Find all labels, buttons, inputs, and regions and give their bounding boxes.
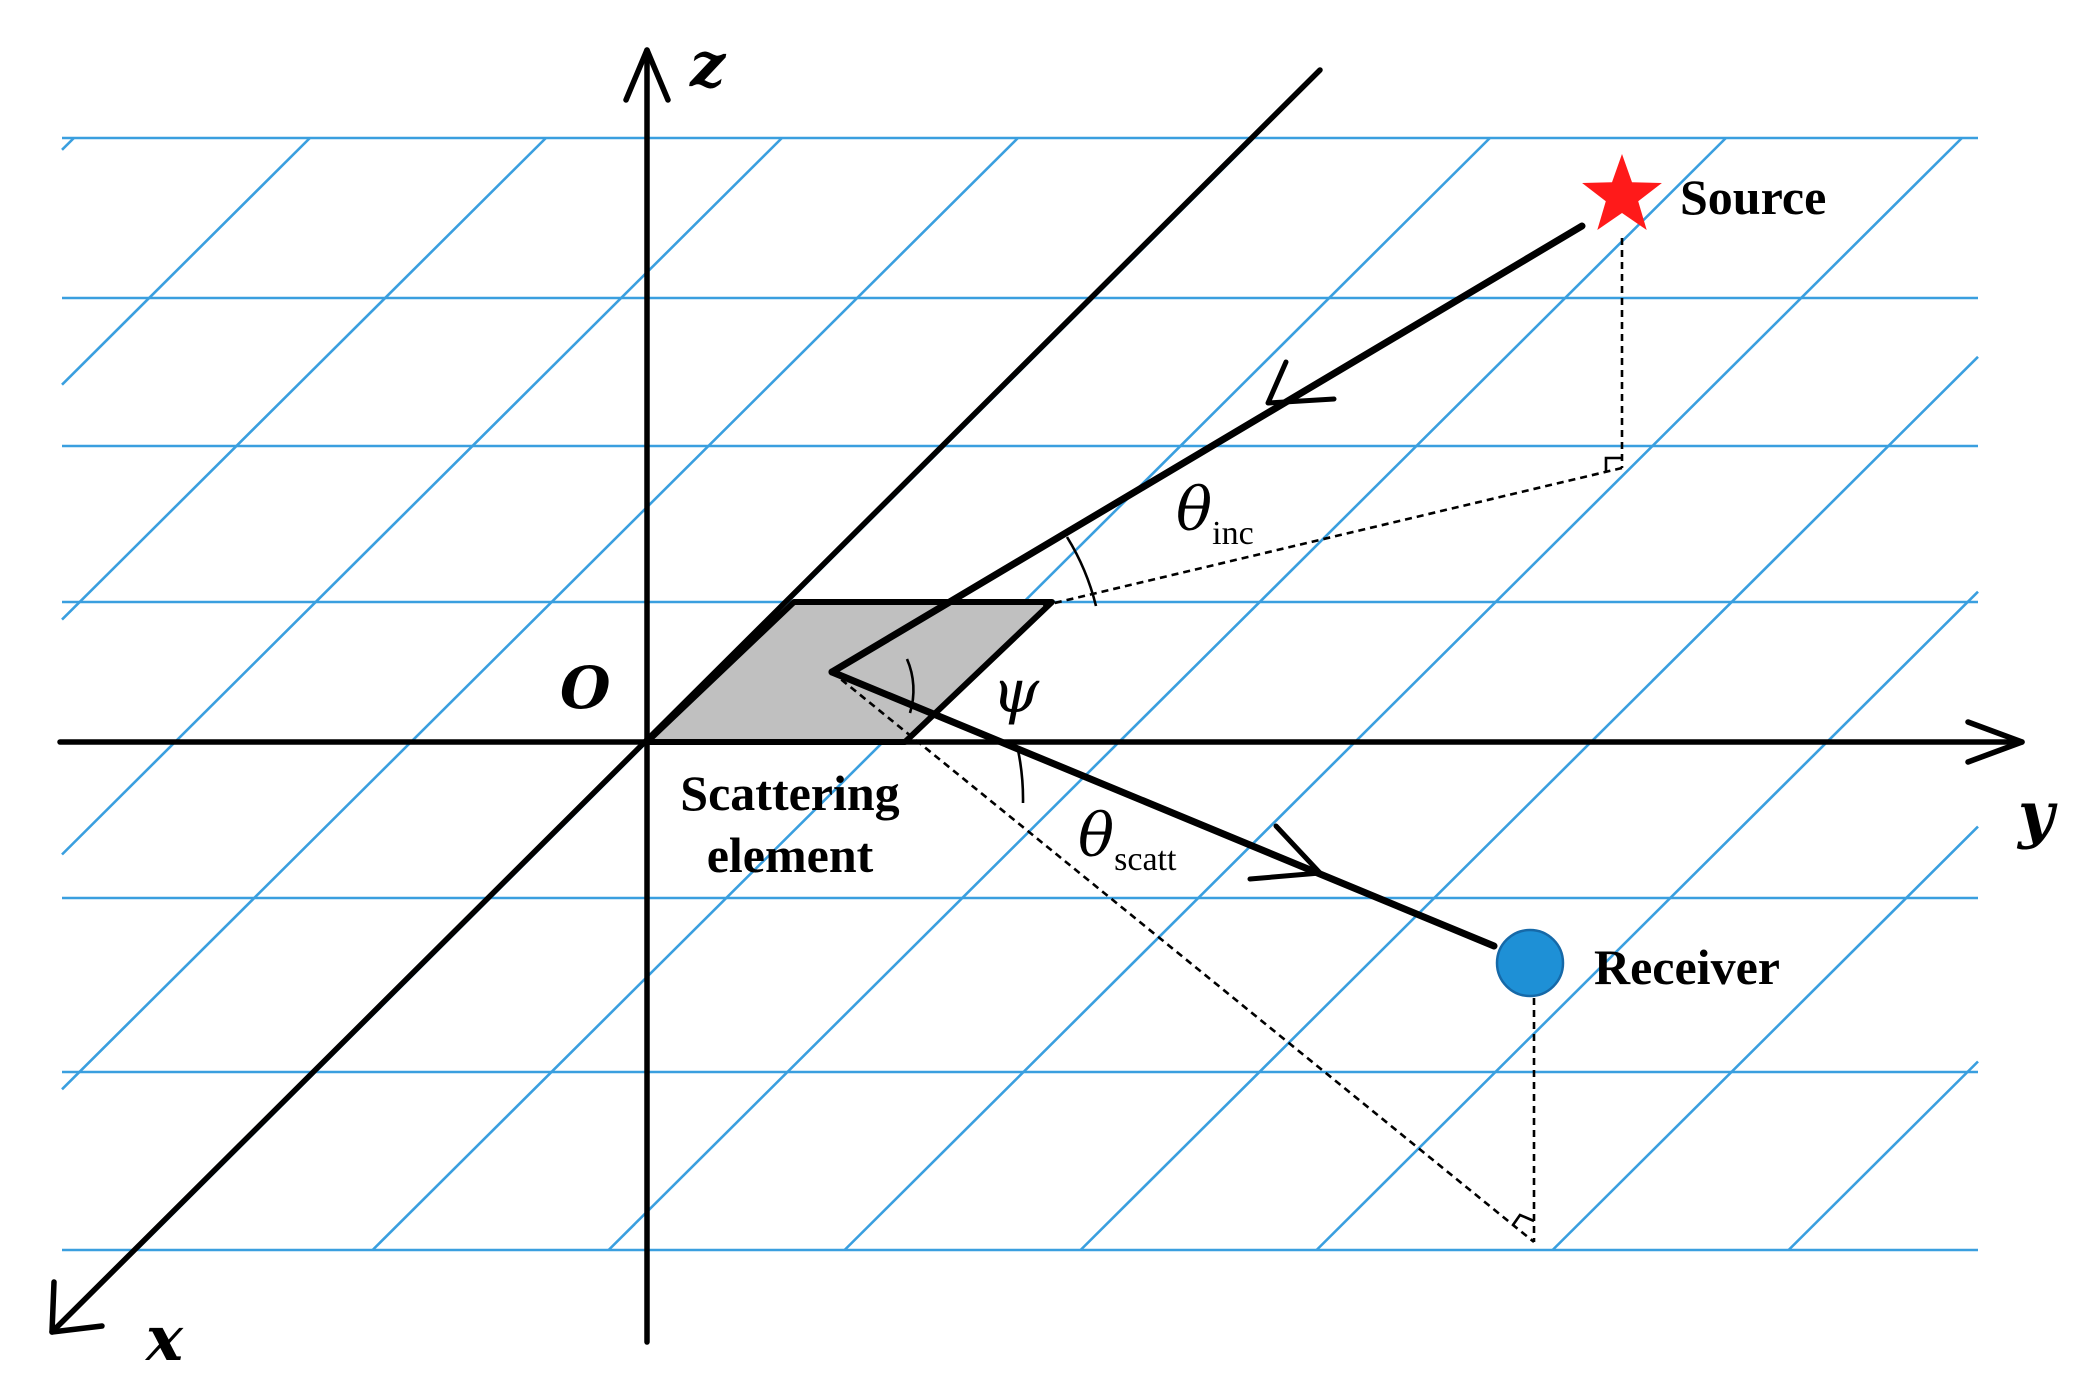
psi-arc bbox=[905, 658, 915, 714]
grid-diagonal-line bbox=[61, 137, 1019, 1091]
grid-diagonal-line bbox=[61, 137, 311, 386]
axes bbox=[49, 47, 2025, 1345]
scattered-ray-arrowhead bbox=[1247, 823, 1323, 882]
grid-diagonal-line bbox=[1315, 590, 1979, 1251]
theta-inc-label: θinc bbox=[1176, 475, 1254, 552]
grid-diagonal-line bbox=[843, 137, 1963, 1251]
y-axis-arrowhead bbox=[1965, 719, 2025, 765]
theta-inc-subscript: inc bbox=[1212, 515, 1254, 552]
grid-diagonal-line bbox=[61, 137, 75, 151]
theta-scatt-arc bbox=[1016, 749, 1025, 804]
grid-diagonal-line bbox=[1787, 1060, 1979, 1251]
labels: z y x O Source Receiver Scattering eleme… bbox=[144, 28, 2058, 1375]
grid-diagonal-line bbox=[61, 137, 783, 856]
projection-lines bbox=[831, 238, 1624, 1244]
angle-arcs bbox=[905, 536, 1098, 804]
z-axis-label: z bbox=[689, 28, 727, 101]
z-axis-arrowhead bbox=[623, 47, 671, 103]
x-axis-label: x bbox=[144, 1302, 184, 1375]
rays bbox=[828, 222, 1586, 950]
receiver-label: Receiver bbox=[1594, 939, 1780, 995]
scattering-element-label-line2: element bbox=[707, 827, 874, 883]
x-axis bbox=[49, 67, 1323, 1335]
incident-ray-arrowhead bbox=[1265, 359, 1337, 406]
psi-label: ψ bbox=[992, 657, 1040, 727]
theta-scatt-subscript: scatt bbox=[1114, 841, 1177, 878]
grid-diagonal-line bbox=[1079, 355, 1979, 1251]
receiver-dot-icon bbox=[1495, 928, 1565, 998]
origin-label: O bbox=[560, 654, 611, 722]
theta-inc-arc bbox=[1065, 536, 1098, 607]
receiver-ground-projection bbox=[831, 670, 1535, 1244]
x-axis-arrowhead bbox=[49, 1279, 105, 1335]
grid-diagonal-line bbox=[61, 137, 547, 621]
scattered-ray bbox=[828, 668, 1498, 950]
source-star-icon bbox=[1582, 154, 1662, 230]
source-label: Source bbox=[1680, 169, 1826, 225]
incident-ray bbox=[828, 222, 1586, 676]
theta-scatt-label: θscatt bbox=[1078, 801, 1177, 878]
grid-diagonal-line bbox=[607, 137, 1727, 1251]
grid-diagonal-line bbox=[1551, 825, 1979, 1251]
theta-scatt-symbol: θ bbox=[1078, 801, 1114, 871]
source-ground-projection bbox=[1041, 466, 1623, 608]
scattering-element-label-line1: Scattering bbox=[680, 765, 899, 821]
y-axis-label: y bbox=[2016, 778, 2058, 851]
source-right-angle-mark bbox=[1604, 456, 1622, 472]
receiver-right-angle-mark bbox=[1511, 1213, 1535, 1226]
theta-inc-symbol: θ bbox=[1176, 475, 1212, 545]
